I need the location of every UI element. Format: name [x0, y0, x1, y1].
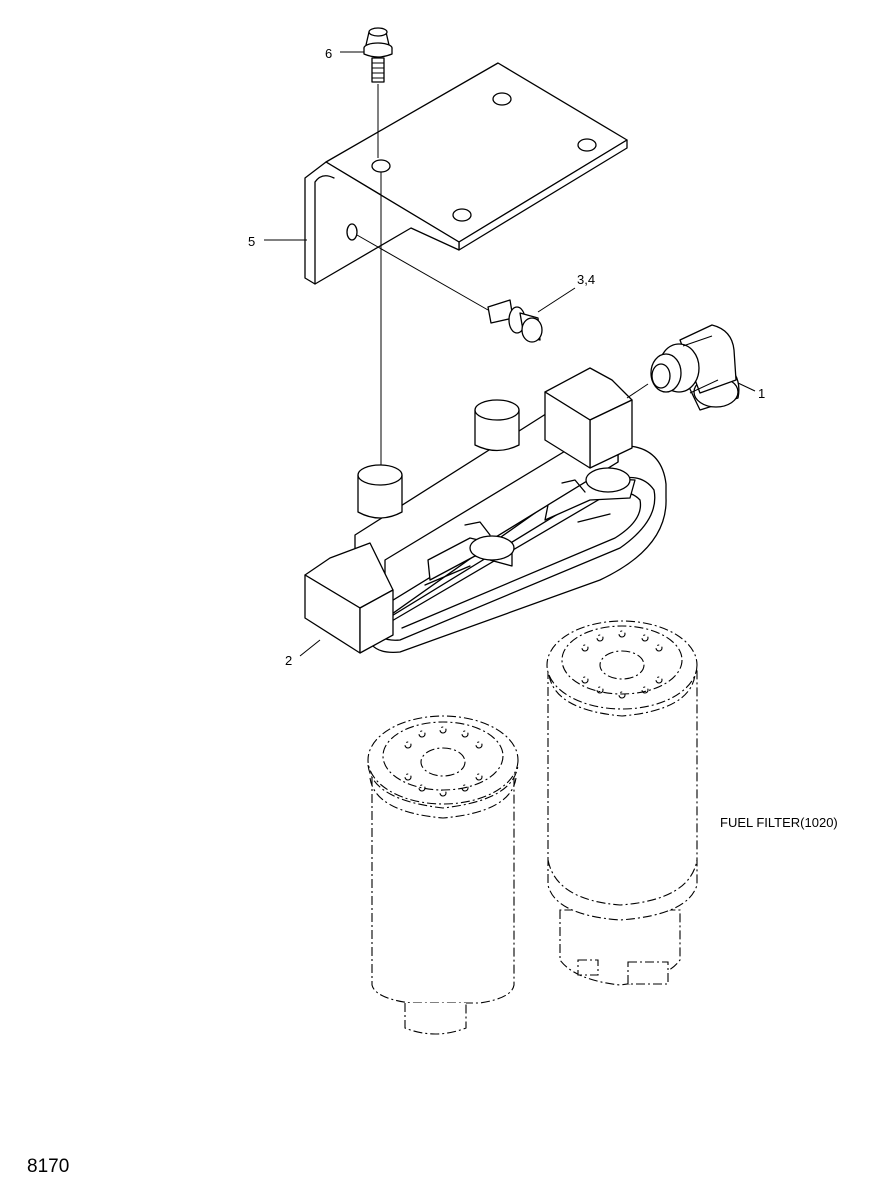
- part-2-filter-head: [304, 367, 667, 654]
- left-fuel-filter: [367, 715, 519, 1035]
- part-3-4-bolt: [487, 299, 543, 343]
- callout-2: 2: [285, 653, 292, 668]
- leader-lines: [264, 51, 756, 657]
- part-1-elbow-fitting: [650, 324, 740, 411]
- assembly-lines: [356, 84, 489, 465]
- fuel-filter-note: FUEL FILTER(1020): [720, 815, 838, 830]
- right-fuel-filter: [546, 620, 698, 986]
- callout-6: 6: [325, 46, 332, 61]
- callout-1: 1: [758, 386, 765, 401]
- part-5-bracket: [304, 62, 628, 285]
- callout-5: 5: [248, 234, 255, 249]
- callout-3-4: 3,4: [577, 272, 595, 287]
- part-6-bolt: [363, 27, 393, 83]
- page-number: 8170: [27, 1156, 69, 1177]
